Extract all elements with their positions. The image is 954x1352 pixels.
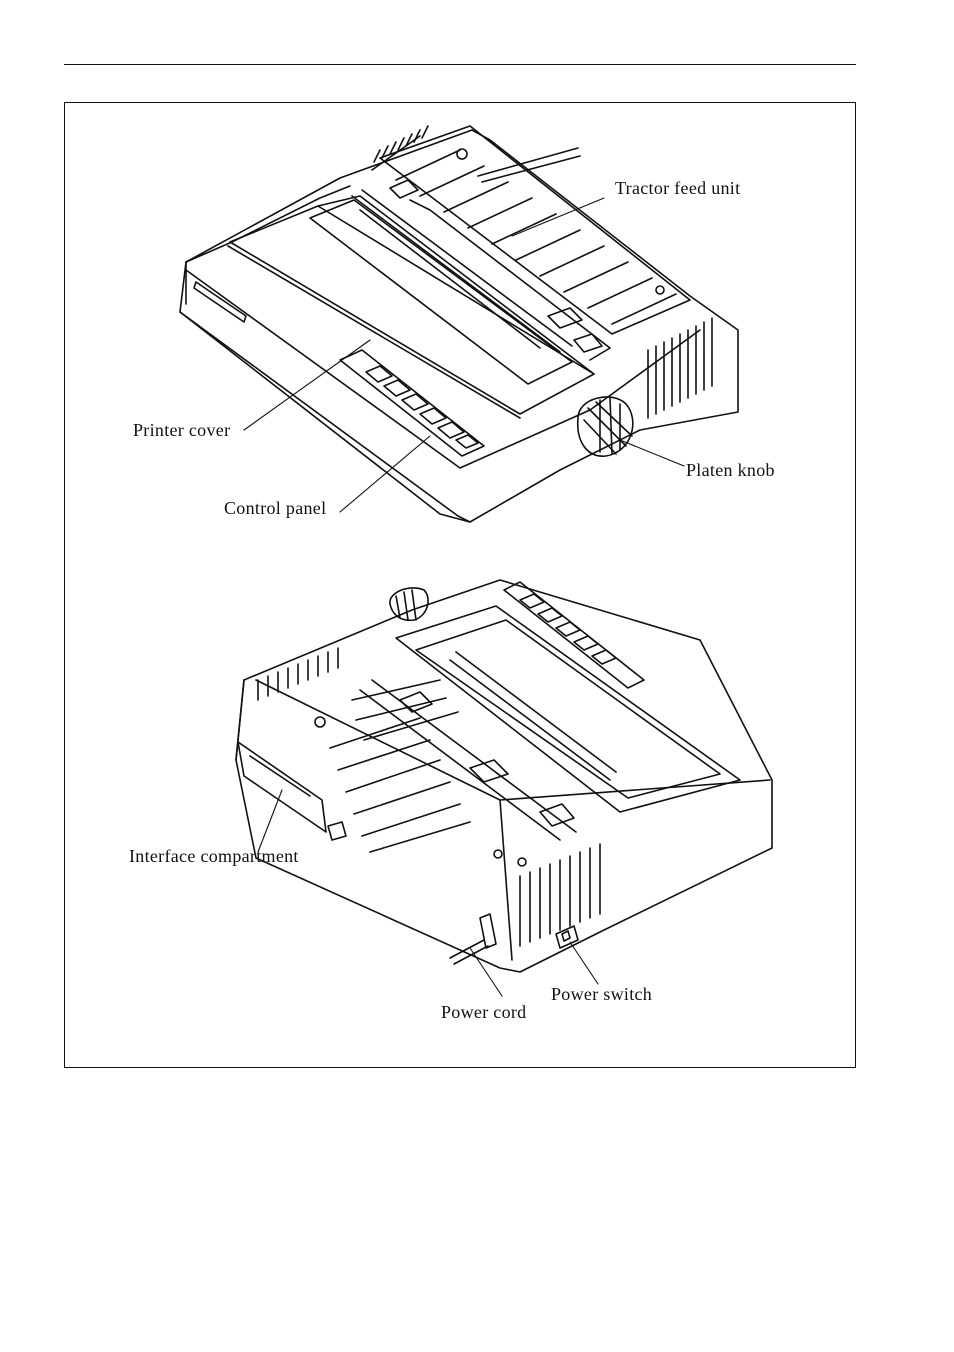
label-power-switch: Power switch [551, 984, 653, 1004]
label-interface-compartment: Interface compartment [129, 846, 299, 866]
label-power-cord: Power cord [441, 1002, 527, 1022]
label-platen-knob: Platen knob [686, 460, 775, 480]
header-rule [64, 64, 856, 65]
label-printer-cover: Printer cover [133, 420, 231, 440]
printer-top-view [179, 125, 739, 523]
figure-frame [64, 102, 856, 1068]
label-tractor-feed-unit: Tractor feed unit [615, 178, 741, 198]
printer-rear-view [235, 579, 773, 997]
label-control-panel: Control panel [224, 498, 327, 518]
